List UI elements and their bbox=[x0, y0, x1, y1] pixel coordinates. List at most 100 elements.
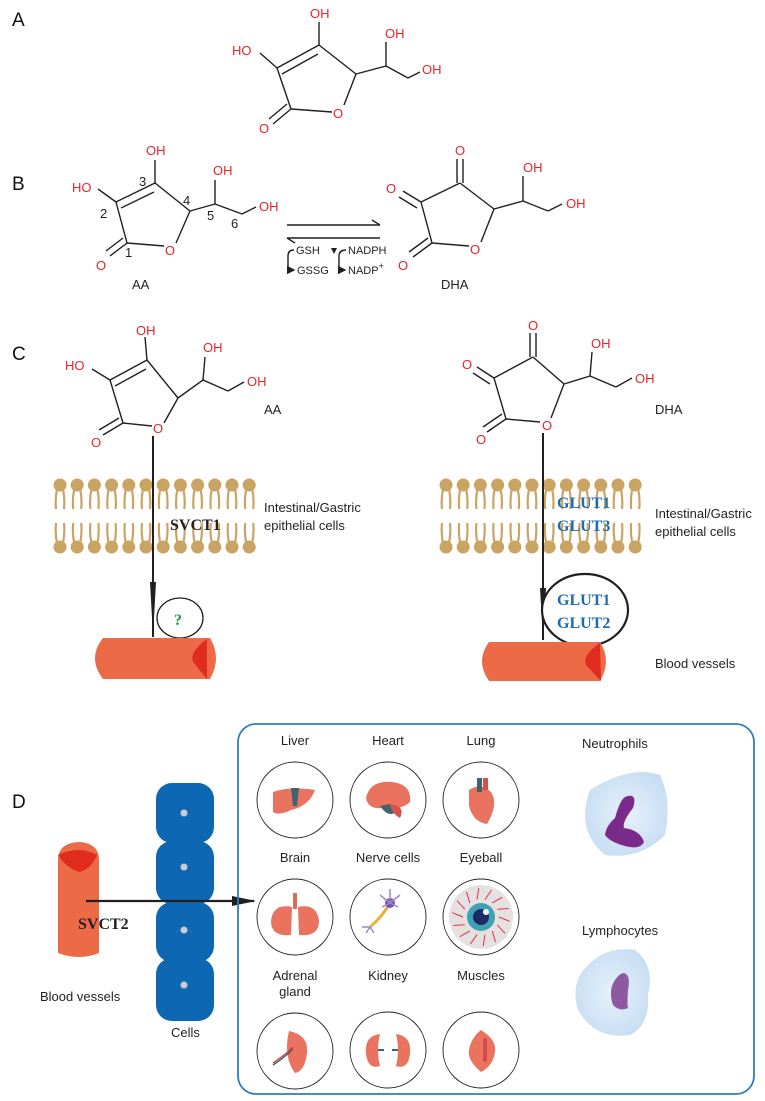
carbon-number: 4 bbox=[183, 193, 190, 208]
phospholipid bbox=[542, 478, 556, 510]
atom-oh: OH bbox=[523, 160, 543, 175]
panel-label-b: B bbox=[12, 174, 25, 195]
gsh-label: GSH bbox=[296, 245, 320, 257]
phospholipid bbox=[491, 478, 505, 510]
tissue-item: Muscles bbox=[442, 968, 520, 1089]
phospholipid bbox=[122, 478, 136, 510]
molecule-label-dha: DHA bbox=[655, 402, 683, 417]
atom-o: O bbox=[455, 143, 465, 158]
redox-equilibrium: GSH GSSG NADPH NADP+ bbox=[286, 219, 387, 277]
membrane-label: Intestinal/Gastric bbox=[264, 500, 361, 515]
atom-oh: OH bbox=[310, 6, 330, 21]
ascorbic-acid-structure-c: OH HO OH OH O O AA bbox=[65, 323, 282, 450]
phospholipid bbox=[242, 478, 256, 510]
atom-oh: OH bbox=[591, 336, 611, 351]
phospholipid bbox=[456, 478, 470, 510]
atom-o: O bbox=[96, 258, 106, 273]
atom-o: O bbox=[333, 106, 343, 121]
atom-o: O bbox=[386, 181, 396, 196]
phospholipid bbox=[628, 522, 642, 554]
tissue-circle bbox=[256, 878, 334, 956]
panel-label-c: C bbox=[12, 344, 26, 365]
glut1-label: GLUT1 bbox=[557, 592, 610, 609]
nadph-label: NADPH bbox=[348, 245, 387, 257]
phospholipid bbox=[87, 522, 101, 554]
heart-icon bbox=[366, 781, 411, 818]
molecule-label-aa: AA bbox=[132, 277, 150, 292]
phospholipid bbox=[208, 522, 222, 554]
phospholipid bbox=[139, 478, 153, 510]
panel-label-d: D bbox=[12, 792, 26, 813]
phospholipid bbox=[628, 478, 642, 510]
atom-o: O bbox=[462, 357, 472, 372]
phospholipid bbox=[491, 522, 505, 554]
atom-o: O bbox=[476, 432, 486, 447]
atom-o: O bbox=[259, 121, 269, 136]
phospholipid bbox=[53, 478, 67, 510]
tissue-item: Eyeball bbox=[442, 850, 520, 956]
arrowhead-icon bbox=[232, 896, 256, 906]
tissue-label: gland bbox=[279, 984, 311, 999]
phospholipid bbox=[525, 478, 539, 510]
phospholipid bbox=[577, 522, 591, 554]
blood-vessel-d bbox=[58, 842, 99, 957]
phospholipid bbox=[473, 478, 487, 510]
phospholipid bbox=[439, 522, 453, 554]
phospholipid bbox=[70, 478, 84, 510]
phospholipid bbox=[122, 522, 136, 554]
phospholipid bbox=[577, 478, 591, 510]
atom-ho: HO bbox=[65, 358, 85, 373]
molecule-label-dha: DHA bbox=[441, 277, 469, 292]
membrane-label: epithelial cells bbox=[264, 518, 345, 533]
tissue-frame bbox=[237, 723, 755, 1095]
tissue-item: Lung bbox=[442, 733, 520, 839]
phospholipid bbox=[542, 522, 556, 554]
phospholipid bbox=[242, 522, 256, 554]
atom-oh: OH bbox=[566, 196, 586, 211]
svct1-label: SVCT1 bbox=[170, 517, 221, 534]
phospholipid bbox=[508, 522, 522, 554]
neutrophil bbox=[585, 772, 668, 856]
atom-oh: OH bbox=[385, 26, 405, 41]
muscle-icon bbox=[468, 1030, 496, 1072]
carbon-number: 6 bbox=[231, 216, 238, 231]
phospholipid bbox=[611, 522, 625, 554]
tissue-item: Kidney bbox=[349, 968, 427, 1089]
tissue-item: Nerve cells bbox=[349, 850, 427, 956]
atom-oh: OH bbox=[136, 323, 156, 338]
carbon-number: 5 bbox=[207, 208, 214, 223]
glut2-label: GLUT2 bbox=[557, 615, 610, 632]
atom-o: O bbox=[153, 421, 163, 436]
eyeball-icon bbox=[449, 885, 513, 949]
phospholipid bbox=[139, 522, 153, 554]
panel-label-a: A bbox=[12, 10, 25, 31]
atom-o: O bbox=[470, 242, 480, 257]
gssg-label: GSSG bbox=[297, 265, 329, 277]
phospholipid bbox=[156, 478, 170, 510]
atom-oh: OH bbox=[422, 62, 442, 77]
phospholipid bbox=[156, 522, 170, 554]
phospholipid bbox=[611, 478, 625, 510]
liver-icon bbox=[273, 788, 315, 814]
phospholipid bbox=[105, 522, 119, 554]
nerve-cell-icon bbox=[362, 889, 401, 934]
question-mark: ? bbox=[174, 612, 182, 629]
atom-ho: HO bbox=[232, 43, 252, 58]
neutrophils-label: Neutrophils bbox=[582, 736, 648, 751]
tissue-circle bbox=[349, 878, 427, 956]
ascorbic-acid-structure-a: OH HO OH OH O O bbox=[232, 6, 442, 136]
phospholipid bbox=[173, 522, 187, 554]
phospholipid bbox=[594, 478, 608, 510]
atom-o: O bbox=[528, 318, 538, 333]
arrowhead-icon bbox=[150, 582, 156, 636]
adrenal-gland-icon bbox=[272, 1031, 308, 1073]
atom-o: O bbox=[91, 435, 101, 450]
tissue-circle bbox=[349, 1011, 427, 1089]
phospholipid bbox=[508, 478, 522, 510]
tissue-label: Heart bbox=[372, 733, 404, 748]
phospholipid bbox=[473, 522, 487, 554]
atom-oh: OH bbox=[259, 199, 279, 214]
phospholipid bbox=[456, 522, 470, 554]
vessel-label: Blood vessels bbox=[655, 656, 736, 671]
